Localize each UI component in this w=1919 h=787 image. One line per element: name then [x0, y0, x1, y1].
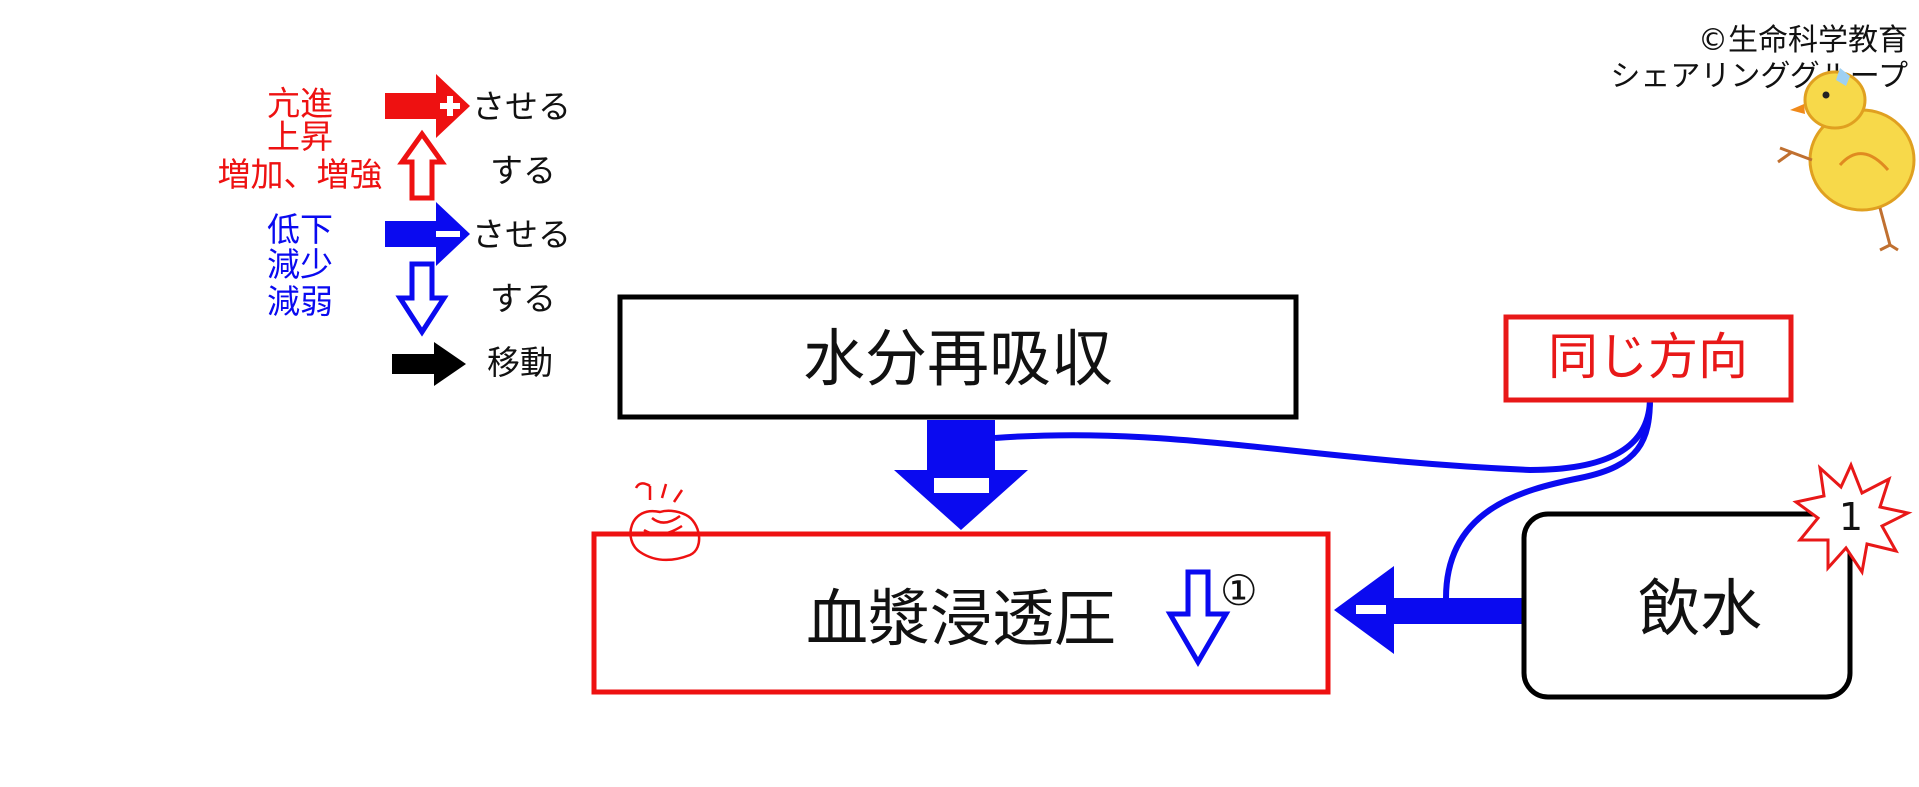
legend-increase-causative: させる [472, 87, 571, 126]
same-direction-box [1503, 314, 1794, 403]
legend: 亢進 上昇 増加、増強 させる する 低下 減少 減弱 させる する 移動 [218, 74, 571, 386]
copyright-line-1: ©生命科学教育 [1698, 23, 1908, 58]
legend-increase-right-arrow-icon [385, 74, 470, 138]
reabsorption-label: 水分再吸収 [803, 322, 1113, 395]
heart-icon [629, 482, 701, 562]
drinking-water-label: 飲水 [1638, 572, 1762, 645]
legend-movement-arrow-icon [392, 342, 466, 386]
starburst-number: 1 [1839, 495, 1863, 539]
legend-decrease-causative: させる [472, 215, 571, 254]
legend-increase-up-arrow-icon [397, 129, 447, 201]
plasma-marker: ① [1220, 566, 1258, 615]
legend-increase-term-1: 亢進 [267, 84, 333, 123]
plasma-osmotic-pressure-label: 血漿浸透圧 [806, 582, 1116, 655]
legend-increase-term-2: 上昇 [267, 117, 333, 156]
same-direction-label: 同じ方向 [1548, 328, 1748, 386]
reabsorption-to-plasma-arrow-icon [894, 420, 1028, 530]
legend-decrease-term-2: 減少 [267, 245, 333, 284]
drinking-to-plasma-arrow-icon [1334, 566, 1522, 654]
same-direction-connector-branch [1443, 397, 1653, 599]
legend-decrease-term-3: 減弱 [267, 282, 333, 321]
legend-decrease-intrinsic: する [490, 279, 556, 318]
same-direction-connector [994, 397, 1653, 474]
legend-decrease-term-1: 低下 [267, 210, 333, 249]
legend-decrease-right-arrow-icon [385, 202, 470, 266]
chick-mascot-icon [1777, 68, 1916, 252]
legend-decrease-down-arrow-icon [395, 261, 449, 337]
plasma-decrease-arrow-icon [1165, 569, 1231, 667]
drinking-water-box [1521, 511, 1853, 700]
reabsorption-box [617, 294, 1299, 420]
legend-increase-intrinsic: する [490, 151, 556, 190]
legend-movement: 移動 [487, 343, 553, 382]
legend-increase-term-3: 増加、増強 [218, 155, 383, 194]
starburst-icon: 1 [1792, 461, 1913, 576]
